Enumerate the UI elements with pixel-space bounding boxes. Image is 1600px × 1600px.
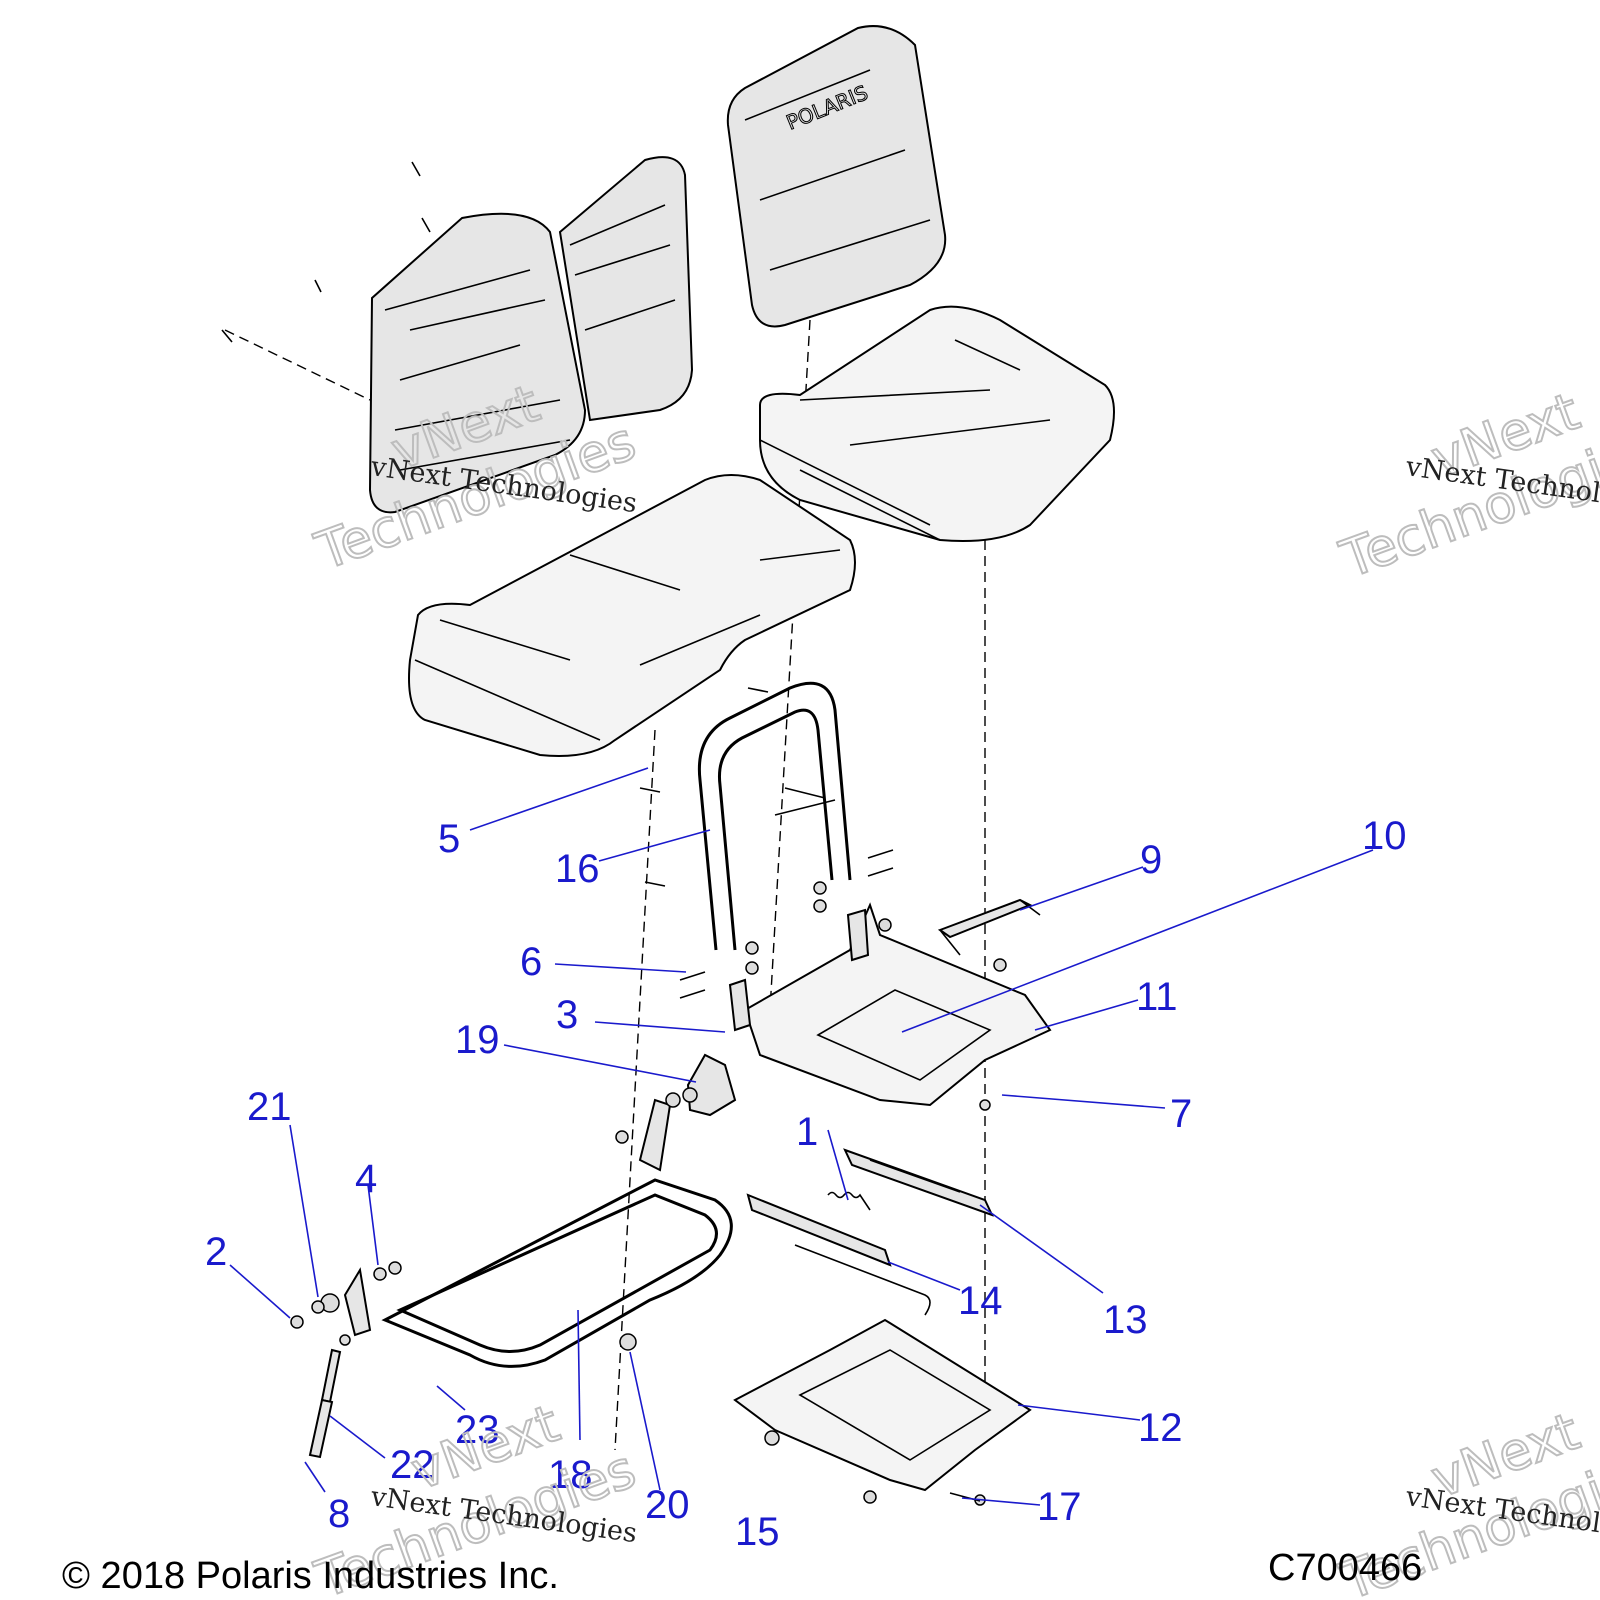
u-frame — [343, 1098, 733, 1368]
slide-rail-left — [746, 1193, 931, 1316]
leader-lines — [229, 767, 1374, 1506]
callout-7: 7 — [1170, 1092, 1192, 1136]
callout-11: 11 — [1136, 975, 1178, 1019]
callout-5: 5 — [438, 817, 460, 861]
callout-2: 2 — [205, 1230, 227, 1274]
callout-13: 13 — [1103, 1298, 1148, 1342]
callout-16: 16 — [555, 847, 600, 891]
callout-17: 17 — [1037, 1485, 1082, 1529]
backrest-screws — [221, 161, 431, 343]
fasteners — [290, 687, 1007, 1506]
figure-code: C700466 — [1268, 1547, 1422, 1589]
bench-seat-cushion — [408, 474, 856, 1451]
callout-21: 21 — [247, 1085, 292, 1129]
slide-rail-right — [843, 1148, 994, 1217]
seat-back-frame — [697, 681, 852, 951]
bucket-backrest: POLARIS — [726, 25, 947, 1011]
callout-12: 12 — [1138, 1406, 1183, 1450]
callout-18: 18 — [548, 1453, 593, 1497]
watermark-top-right: vNext Technologies vNext Technologies — [1332, 381, 1600, 592]
callout-1: 1 — [796, 1110, 818, 1154]
callout-8: 8 — [328, 1492, 350, 1536]
callout-labels: 1 2 3 4 5 6 7 8 9 10 11 12 13 14 15 16 1… — [205, 814, 1407, 1554]
callout-19: 19 — [455, 1018, 500, 1062]
callout-14: 14 — [958, 1279, 1003, 1323]
seat-mount-plate — [733, 1318, 1032, 1492]
hinge-bracket — [665, 1053, 737, 1117]
callout-4: 4 — [355, 1157, 377, 1201]
callout-22: 22 — [390, 1443, 435, 1487]
seat-base-plate — [728, 902, 1052, 1107]
callout-15: 15 — [735, 1510, 780, 1554]
callout-10: 10 — [1362, 814, 1407, 858]
spring — [827, 1191, 871, 1211]
callout-9: 9 — [1140, 838, 1162, 882]
callout-6: 6 — [520, 940, 542, 984]
gas-strut — [308, 1334, 351, 1459]
bench-backrest — [224, 156, 694, 514]
bucket-seat-cushion — [759, 305, 1115, 1440]
bracket-strap — [937, 898, 1041, 956]
callout-20: 20 — [645, 1483, 690, 1527]
callout-23: 23 — [455, 1408, 500, 1452]
copyright-text: © 2018 Polaris Industries Inc. — [62, 1555, 559, 1597]
callout-3: 3 — [556, 993, 578, 1037]
